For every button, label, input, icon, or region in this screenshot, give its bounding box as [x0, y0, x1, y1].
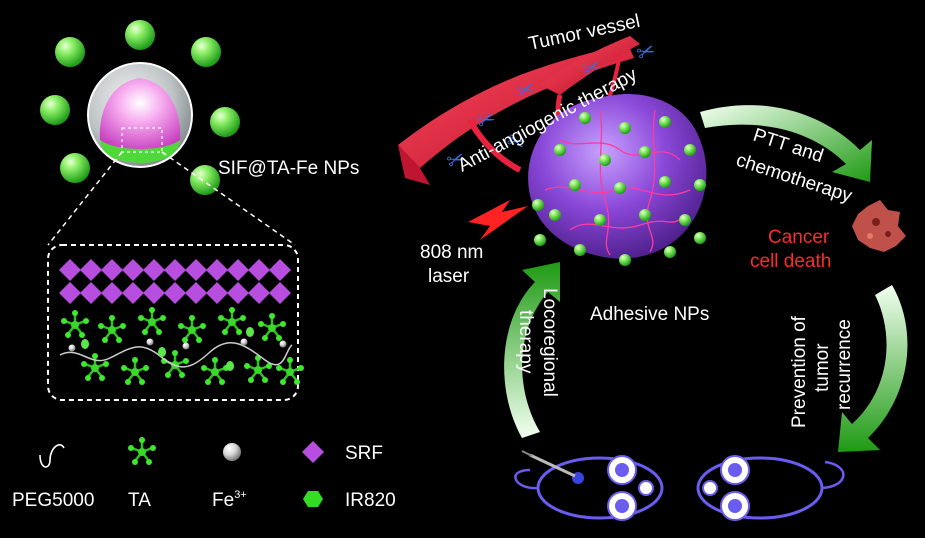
srf-diamond — [227, 259, 249, 281]
legend-ir820: IR820 — [345, 490, 396, 511]
arrow-prevention — [838, 285, 908, 452]
floating-spheres — [40, 20, 240, 195]
srf-diamond — [269, 282, 291, 304]
mouse-left — [514, 450, 664, 521]
prevention-label-3: recurrence — [834, 319, 855, 410]
cancer-label-2: cell death — [750, 251, 831, 272]
srf-diamond — [185, 282, 207, 304]
ta-molecule — [256, 311, 288, 343]
locoregional-label-2: therapy — [515, 310, 536, 374]
srf-legend-icon — [302, 441, 324, 463]
peg-legend-icon — [39, 444, 65, 468]
legend-ta: TA — [128, 490, 151, 511]
ta-molecule — [176, 313, 208, 345]
ir820-dots — [81, 327, 254, 371]
ta-legend-icon — [126, 435, 158, 467]
prevention-label: Prevention of — [789, 315, 810, 428]
svg-text:✂: ✂ — [633, 37, 659, 67]
srf-diamond — [248, 282, 270, 304]
srf-diamond — [206, 259, 228, 281]
srf-diamond — [227, 282, 249, 304]
srf-diamond — [101, 282, 123, 304]
srf-diamond — [164, 282, 186, 304]
legend: SRF PEG5000 TA Fe3+ IR820 — [12, 435, 396, 511]
ir820-legend-icon — [303, 491, 323, 507]
adhesive-label: Adhesive NPs — [590, 304, 709, 325]
srf-diamond — [185, 259, 207, 281]
legend-peg: PEG5000 — [12, 490, 94, 511]
ta-molecule — [119, 355, 151, 387]
srf-diamond — [59, 282, 81, 304]
zoom-inset — [47, 244, 306, 401]
ta-molecule — [96, 313, 128, 345]
srf-diamond — [143, 282, 165, 304]
srf-diamond — [143, 259, 165, 281]
srf-diamond — [122, 282, 144, 304]
laser-bolt-icon — [468, 200, 528, 240]
ta-molecule — [136, 305, 168, 337]
nanoparticle — [87, 62, 193, 168]
ta-molecule — [216, 305, 248, 337]
srf-diamond — [122, 259, 144, 281]
legend-srf: SRF — [345, 443, 383, 464]
srf-diamond — [101, 259, 123, 281]
locoregional-label: Locoregional — [539, 288, 560, 397]
srf-diamond — [248, 259, 270, 281]
zoom-line-left — [47, 151, 123, 246]
legend-fe: Fe3+ — [212, 489, 247, 511]
srf-diamond — [164, 259, 186, 281]
srf-diamond — [59, 259, 81, 281]
srf-diamond — [206, 282, 228, 304]
cancer-cell-icon — [852, 200, 906, 252]
fe-legend-icon — [223, 443, 241, 461]
zoom-line-right — [161, 151, 296, 246]
fe-ions — [68, 338, 287, 352]
ta-molecule — [274, 355, 306, 387]
arrow-ptt — [700, 105, 872, 182]
ta-molecule — [242, 353, 274, 385]
arrow-locoregional — [504, 262, 560, 438]
srf-diamond — [269, 259, 291, 281]
srf-layer — [59, 259, 291, 304]
cancer-label: Cancer — [768, 227, 830, 248]
srf-diamond — [80, 282, 102, 304]
peg-chain — [59, 341, 293, 368]
mouse-right — [696, 455, 845, 521]
srf-diamond — [80, 259, 102, 281]
ta-molecule — [199, 355, 231, 387]
laser-label: 808 nm — [420, 242, 483, 263]
prevention-label-2: tumor — [812, 343, 833, 392]
np-name-label: SIF@TA-Fe NPs — [218, 158, 359, 179]
laser-label-2: laser — [428, 266, 470, 287]
ta-molecule — [59, 308, 91, 340]
